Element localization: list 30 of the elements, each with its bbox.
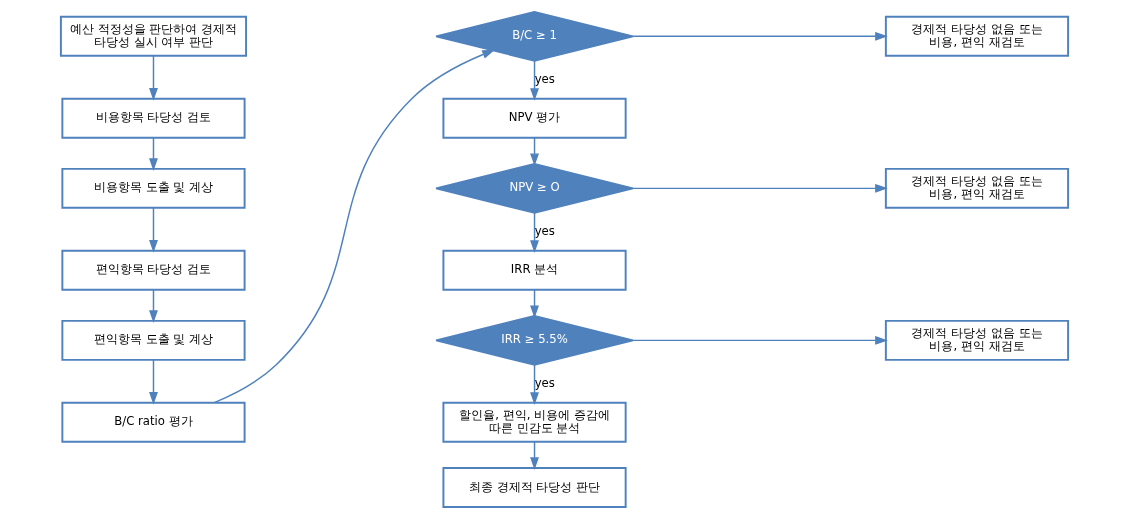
arrow [631, 335, 888, 345]
arrow [213, 49, 495, 404]
node-box: 경제적 타당성 없음 또는 비용, 편익 재검토 [884, 319, 1069, 361]
arrow [631, 31, 888, 41]
arrow [148, 359, 158, 405]
edge-label: yes [534, 71, 555, 86]
arrow [529, 212, 539, 253]
edge-label: yes [534, 223, 555, 238]
node-box: 경제적 타당성 없음 또는 비용, 편익 재검토 [884, 15, 1069, 57]
node-diamond: IRR ≥ 5.5% [434, 315, 634, 366]
arrow [529, 364, 539, 405]
arrow [148, 207, 158, 253]
node-box: 예산 적정성을 판단하여 경제적 타당성 실시 여부 판단 [59, 15, 247, 57]
arrow [148, 289, 158, 323]
node-box: B/C ratio 평가 [60, 401, 246, 443]
arrow [529, 60, 539, 101]
node-box: 최종 경제적 타당성 판단 [441, 467, 627, 508]
arrow [148, 137, 158, 171]
node-box: NPV 평가 [441, 97, 627, 139]
arrow [148, 55, 158, 101]
arrow [631, 183, 888, 193]
edge-label: yes [534, 375, 555, 390]
node-box: 비용항목 도출 및 계상 [60, 167, 246, 209]
node-box: 비용항목 타당성 검토 [60, 97, 246, 139]
node-box: 편익항목 도출 및 계상 [60, 319, 246, 361]
node-diamond: NPV ≥ O [434, 163, 634, 214]
node-box: 편익항목 타당성 검토 [60, 249, 246, 291]
node-box: 경제적 타당성 없음 또는 비용, 편익 재검토 [884, 167, 1069, 209]
node-box: IRR 분석 [441, 249, 627, 291]
node-box: 할인율, 편익, 비용에 증감에 따른 민감도 분석 [441, 401, 627, 443]
